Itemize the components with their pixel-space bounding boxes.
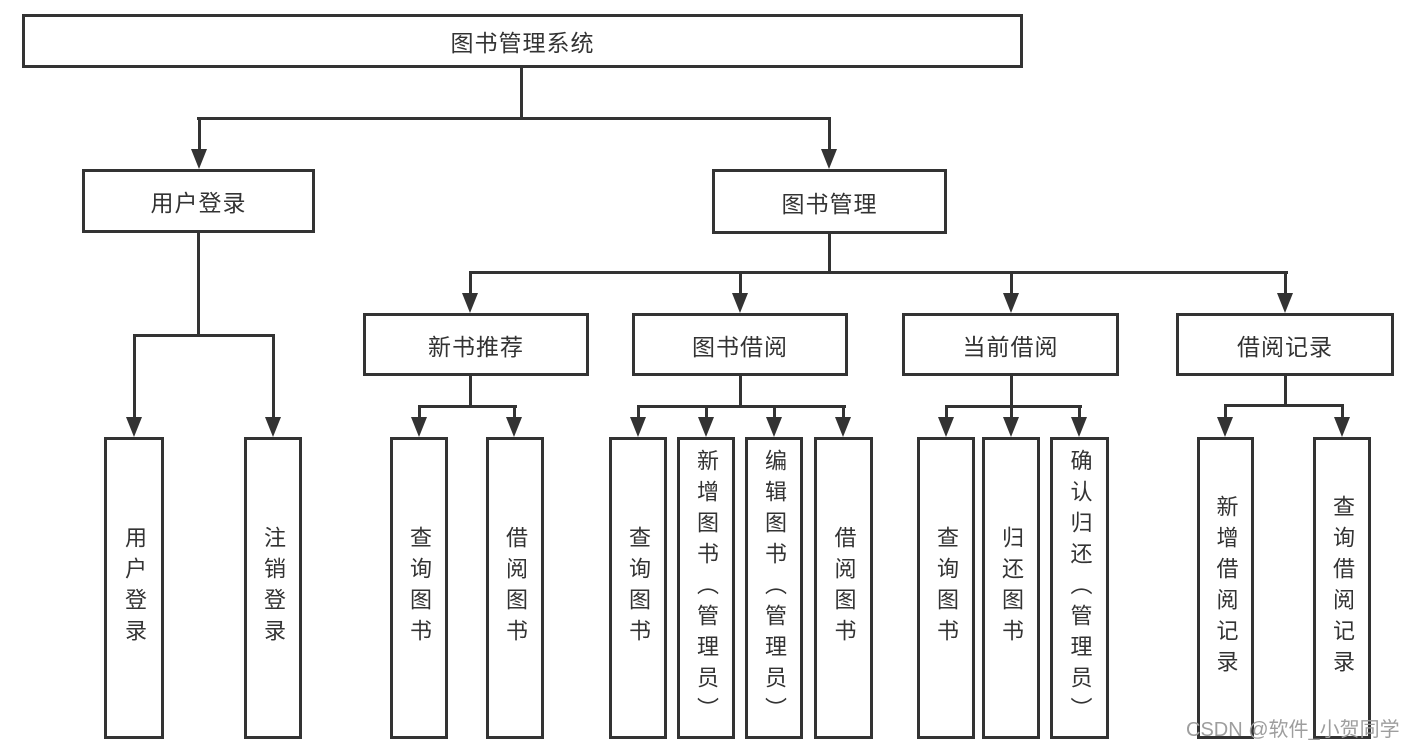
- leaf-add-books-admin: 新增图书（管理员）: [677, 437, 735, 739]
- arrow-down-icon: [766, 417, 782, 437]
- arrow-down-icon: [732, 293, 748, 313]
- connector-line: [469, 271, 472, 296]
- arrow-down-icon: [630, 417, 646, 437]
- connector-line: [418, 405, 517, 408]
- connector-line: [469, 271, 1288, 274]
- node-book-borrowing: 图书借阅: [632, 313, 848, 376]
- arrow-down-icon: [821, 149, 837, 169]
- connector-line: [828, 117, 831, 151]
- node-current-borrowing: 当前借阅: [902, 313, 1119, 376]
- connector-line: [1284, 271, 1287, 296]
- connector-line: [418, 405, 421, 419]
- leaf-label: 借阅图书: [503, 526, 528, 650]
- connector-line: [469, 376, 472, 407]
- connector-line: [1224, 404, 1227, 419]
- connector-line: [739, 376, 742, 407]
- leaf-return-books: 归还图书: [982, 437, 1040, 739]
- node-new-book-recommendation: 新书推荐: [363, 313, 589, 376]
- leaf-label: 确认归还（管理员）: [1067, 448, 1093, 728]
- arrow-down-icon: [265, 417, 281, 437]
- leaf-label: 用户登录: [122, 526, 147, 650]
- leaf-query-borrowing-record: 查询借阅记录: [1313, 437, 1371, 739]
- leaf-label: 借阅图书: [831, 526, 857, 650]
- leaf-label: 归还图书: [999, 526, 1024, 650]
- leaf-query-books-borrowing: 查询图书: [609, 437, 667, 739]
- leaf-label: 注销登录: [261, 526, 286, 650]
- connector-line: [197, 233, 200, 336]
- connector-line: [1078, 405, 1081, 419]
- arrow-down-icon: [1003, 417, 1019, 437]
- connector-line: [272, 334, 275, 419]
- arrow-down-icon: [835, 417, 851, 437]
- connector-line: [1284, 376, 1287, 406]
- connector-line: [945, 405, 948, 419]
- arrow-down-icon: [506, 417, 522, 437]
- connector-line: [197, 117, 830, 120]
- leaf-borrow-books-borrowing: 借阅图书: [814, 437, 873, 739]
- arrow-down-icon: [1071, 417, 1087, 437]
- connector-line: [842, 405, 845, 419]
- leaf-label: 编辑图书（管理员）: [762, 448, 787, 728]
- connector-line: [773, 405, 776, 419]
- leaf-confirm-return-admin: 确认归还（管理员）: [1050, 437, 1109, 739]
- leaf-label: 查询图书: [934, 526, 959, 650]
- leaf-query-books-recommend: 查询图书: [390, 437, 448, 739]
- leaf-edit-books-admin: 编辑图书（管理员）: [745, 437, 803, 739]
- connector-line: [705, 405, 708, 419]
- node-borrowing-records: 借阅记录: [1176, 313, 1394, 376]
- connector-line: [637, 405, 640, 419]
- leaf-user-login: 用户登录: [104, 437, 164, 739]
- leaf-label: 查询借阅记录: [1330, 495, 1355, 681]
- leaf-add-borrowing-record: 新增借阅记录: [1197, 437, 1254, 739]
- arrow-down-icon: [126, 417, 142, 437]
- arrow-down-icon: [1217, 417, 1233, 437]
- connector-line: [637, 405, 846, 408]
- leaf-label: 新增图书（管理员）: [694, 448, 719, 728]
- connector-line: [828, 234, 831, 274]
- connector-line: [133, 334, 275, 337]
- leaf-borrow-books-recommend: 借阅图书: [486, 437, 544, 739]
- arrow-down-icon: [462, 293, 478, 313]
- arrow-down-icon: [698, 417, 714, 437]
- connector-line: [1010, 271, 1013, 296]
- watermark: CSDN @软件_小贺同学: [1186, 719, 1400, 741]
- leaf-logout: 注销登录: [244, 437, 302, 739]
- connector-line: [513, 405, 516, 419]
- arrow-down-icon: [411, 417, 427, 437]
- connector-line: [198, 117, 201, 151]
- leaf-label: 新增借阅记录: [1213, 495, 1239, 681]
- leaf-label: 查询图书: [407, 526, 432, 650]
- arrow-down-icon: [1334, 417, 1350, 437]
- node-book-management: 图书管理: [712, 169, 947, 234]
- arrow-down-icon: [1277, 293, 1293, 313]
- arrow-down-icon: [1003, 293, 1019, 313]
- connector-line: [1010, 376, 1013, 407]
- connector-line: [1010, 405, 1013, 419]
- connector-line: [945, 405, 1082, 408]
- connector-line: [133, 334, 136, 419]
- leaf-label: 查询图书: [626, 526, 651, 650]
- node-library-management-system: 图书管理系统: [22, 14, 1023, 68]
- node-user-login: 用户登录: [82, 169, 315, 233]
- arrow-down-icon: [938, 417, 954, 437]
- connector-line: [739, 271, 742, 296]
- connector-line: [520, 68, 523, 119]
- connector-line: [1224, 404, 1344, 407]
- connector-line: [1341, 404, 1344, 419]
- arrow-down-icon: [191, 149, 207, 169]
- leaf-query-books-current: 查询图书: [917, 437, 975, 739]
